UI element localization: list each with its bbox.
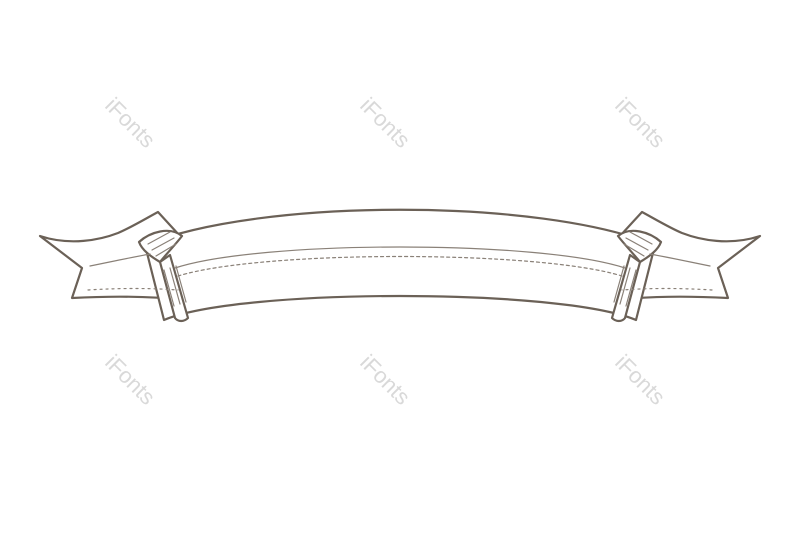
main-band xyxy=(143,208,657,322)
